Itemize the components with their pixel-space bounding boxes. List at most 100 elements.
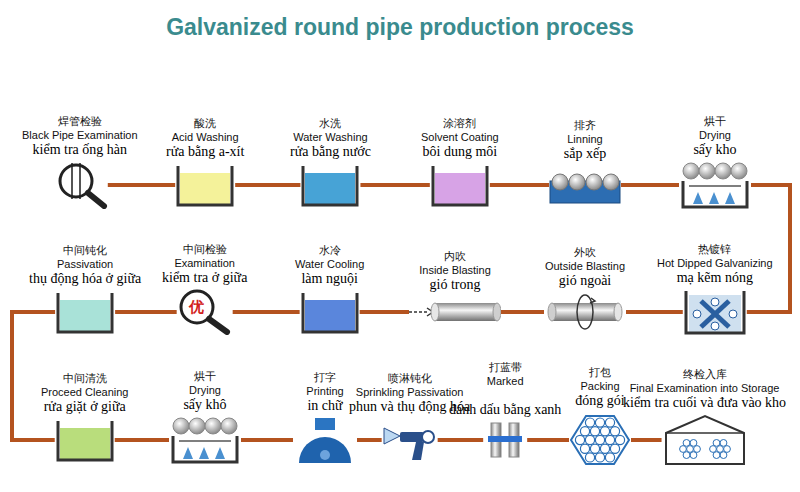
step-icon bbox=[55, 418, 115, 462]
step-name-zh: 涂溶剂 bbox=[443, 117, 476, 131]
step-name-en: Water Cooling bbox=[295, 258, 364, 271]
step-name-vi: kiểm tra ống hàn bbox=[33, 142, 127, 158]
process-step: 水冷Water Coolinglàm nguội bbox=[295, 244, 364, 334]
tank-icon bbox=[300, 290, 360, 334]
step-name-en: Drying bbox=[189, 384, 221, 397]
step-name-zh: 外吹 bbox=[574, 246, 596, 260]
process-step: 烘干Dryingsấy kho bbox=[679, 115, 751, 209]
step-name-en: Sprinkling Passivation bbox=[356, 386, 464, 399]
step-name-zh: 水洗 bbox=[319, 117, 341, 131]
step-name-zh: 热镀锌 bbox=[698, 243, 731, 257]
step-name-en: Marked bbox=[487, 375, 524, 388]
step-name-zh: 打字 bbox=[314, 371, 336, 385]
step-name-en: Packing bbox=[580, 380, 619, 393]
flow-line bbox=[360, 310, 409, 314]
step-name-vi: kiểm tra cuối và đưa vào kho bbox=[623, 395, 786, 411]
process-step: 排齐Linningsắp xếp bbox=[549, 119, 621, 205]
step-name-en: Proceed Cleaning bbox=[41, 386, 128, 399]
flow-line bbox=[357, 438, 382, 442]
dryer-icon bbox=[679, 161, 751, 209]
step-icon bbox=[300, 163, 360, 207]
step-icon bbox=[430, 163, 490, 207]
blown-pipe-icon bbox=[544, 292, 626, 332]
flow-line bbox=[12, 312, 55, 440]
flow-line bbox=[490, 183, 549, 187]
step-name-vi: thụ động hóa ở giữa bbox=[29, 271, 141, 287]
step-name-en: Outside Blasting bbox=[545, 260, 625, 273]
step-icon bbox=[569, 412, 631, 468]
step-name-vi: mạ kẽm nóng bbox=[677, 270, 753, 286]
title-text: Galvanized round pipe production process bbox=[166, 14, 634, 40]
step-icon bbox=[300, 290, 360, 334]
flow-line bbox=[438, 438, 484, 442]
flow-line bbox=[115, 438, 169, 442]
process-step: 打字Printingin chữ bbox=[293, 371, 357, 463]
step-name-vi: in chữ bbox=[307, 398, 342, 414]
step-name-vi: gió trong bbox=[430, 277, 481, 293]
step-name-vi: rửa bằng a-xít bbox=[166, 144, 244, 160]
step-name-en: Final Examination into Storage bbox=[630, 382, 780, 395]
step-icon bbox=[683, 289, 747, 335]
process-step: 烘干Dryingsấy khô bbox=[169, 370, 241, 464]
magnifier-icon bbox=[177, 289, 233, 335]
step-name-en: Black Pipe Examination bbox=[22, 129, 138, 142]
step-name-zh: 打包 bbox=[589, 366, 611, 380]
step-name-en: Passivation bbox=[57, 258, 113, 271]
step-icon bbox=[409, 296, 501, 328]
step-name-en: Acid Washing bbox=[172, 131, 239, 144]
flow-line bbox=[360, 183, 429, 187]
step-name-zh: 焊管检验 bbox=[58, 115, 102, 129]
step-name-vi: sấy kho bbox=[693, 142, 736, 158]
printer-icon bbox=[293, 417, 357, 463]
step-name-zh: 内吹 bbox=[444, 250, 466, 264]
step-icon bbox=[169, 416, 241, 464]
process-step: 外吹Outside Blastinggió ngoài bbox=[544, 246, 626, 332]
flow-line bbox=[108, 183, 175, 187]
step-name-zh: 中间钝化 bbox=[63, 244, 107, 258]
step-name-vi: đóng gói bbox=[575, 393, 624, 409]
galvanizing-tank-icon bbox=[683, 289, 747, 335]
step-name-vi: bôi dung môi bbox=[423, 144, 498, 160]
flow-line bbox=[631, 438, 662, 442]
step-icon bbox=[483, 421, 527, 459]
step-icon bbox=[382, 418, 438, 462]
tank-icon bbox=[430, 163, 490, 207]
tank-icon bbox=[55, 418, 115, 462]
process-step: 打包Packingđóng gói bbox=[569, 366, 631, 468]
step-name-zh: 打蓝带 bbox=[489, 361, 522, 375]
process-step: 热镀锌Hot Dipped Galvanizingmạ kẽm nóng bbox=[657, 243, 773, 335]
step-name-vi: sắp xếp bbox=[564, 146, 606, 162]
flow-line bbox=[527, 438, 569, 442]
process-step: 终检入库Final Examination into Storagekiểm t… bbox=[623, 368, 786, 466]
flow-line bbox=[241, 438, 293, 442]
process-step: 焊管检验Black Pipe Examinationkiểm tra ống h… bbox=[22, 115, 138, 209]
step-name-vi: rửa bằng nước bbox=[290, 144, 371, 160]
process-step: 水洗Water Washingrửa bằng nước bbox=[290, 117, 371, 207]
step-name-vi: sấy khô bbox=[183, 397, 226, 413]
step-icon bbox=[549, 165, 621, 205]
step-icon bbox=[52, 161, 108, 209]
step-name-vi: rửa giặt ở giữa bbox=[44, 399, 126, 415]
flow-line bbox=[626, 310, 683, 314]
tank-icon bbox=[55, 290, 115, 334]
quality-mark: 优 bbox=[181, 291, 213, 323]
step-name-zh: 酸洗 bbox=[194, 117, 216, 131]
step-name-zh: 水冷 bbox=[319, 244, 341, 258]
step-name-en: Printing bbox=[306, 385, 343, 398]
step-name-en: Examination bbox=[174, 257, 235, 270]
step-icon: 优 bbox=[177, 289, 233, 335]
roller-icon bbox=[549, 165, 621, 205]
step-name-vi: đánh dấu bằng xanh bbox=[449, 402, 561, 418]
dryer-icon bbox=[169, 416, 241, 464]
step-name-vi: gió ngoài bbox=[559, 273, 612, 289]
process-step: 中间检验Examinationkiểm tra ở giữa优 bbox=[162, 243, 247, 335]
flow-line bbox=[115, 310, 177, 314]
step-name-zh: 烘干 bbox=[194, 370, 216, 384]
step-name-en: Linning bbox=[567, 133, 602, 146]
storage-icon bbox=[662, 414, 748, 466]
flow-line bbox=[747, 185, 790, 312]
flow-line bbox=[501, 310, 544, 314]
flow-line bbox=[235, 183, 300, 187]
tank-icon bbox=[300, 163, 360, 207]
